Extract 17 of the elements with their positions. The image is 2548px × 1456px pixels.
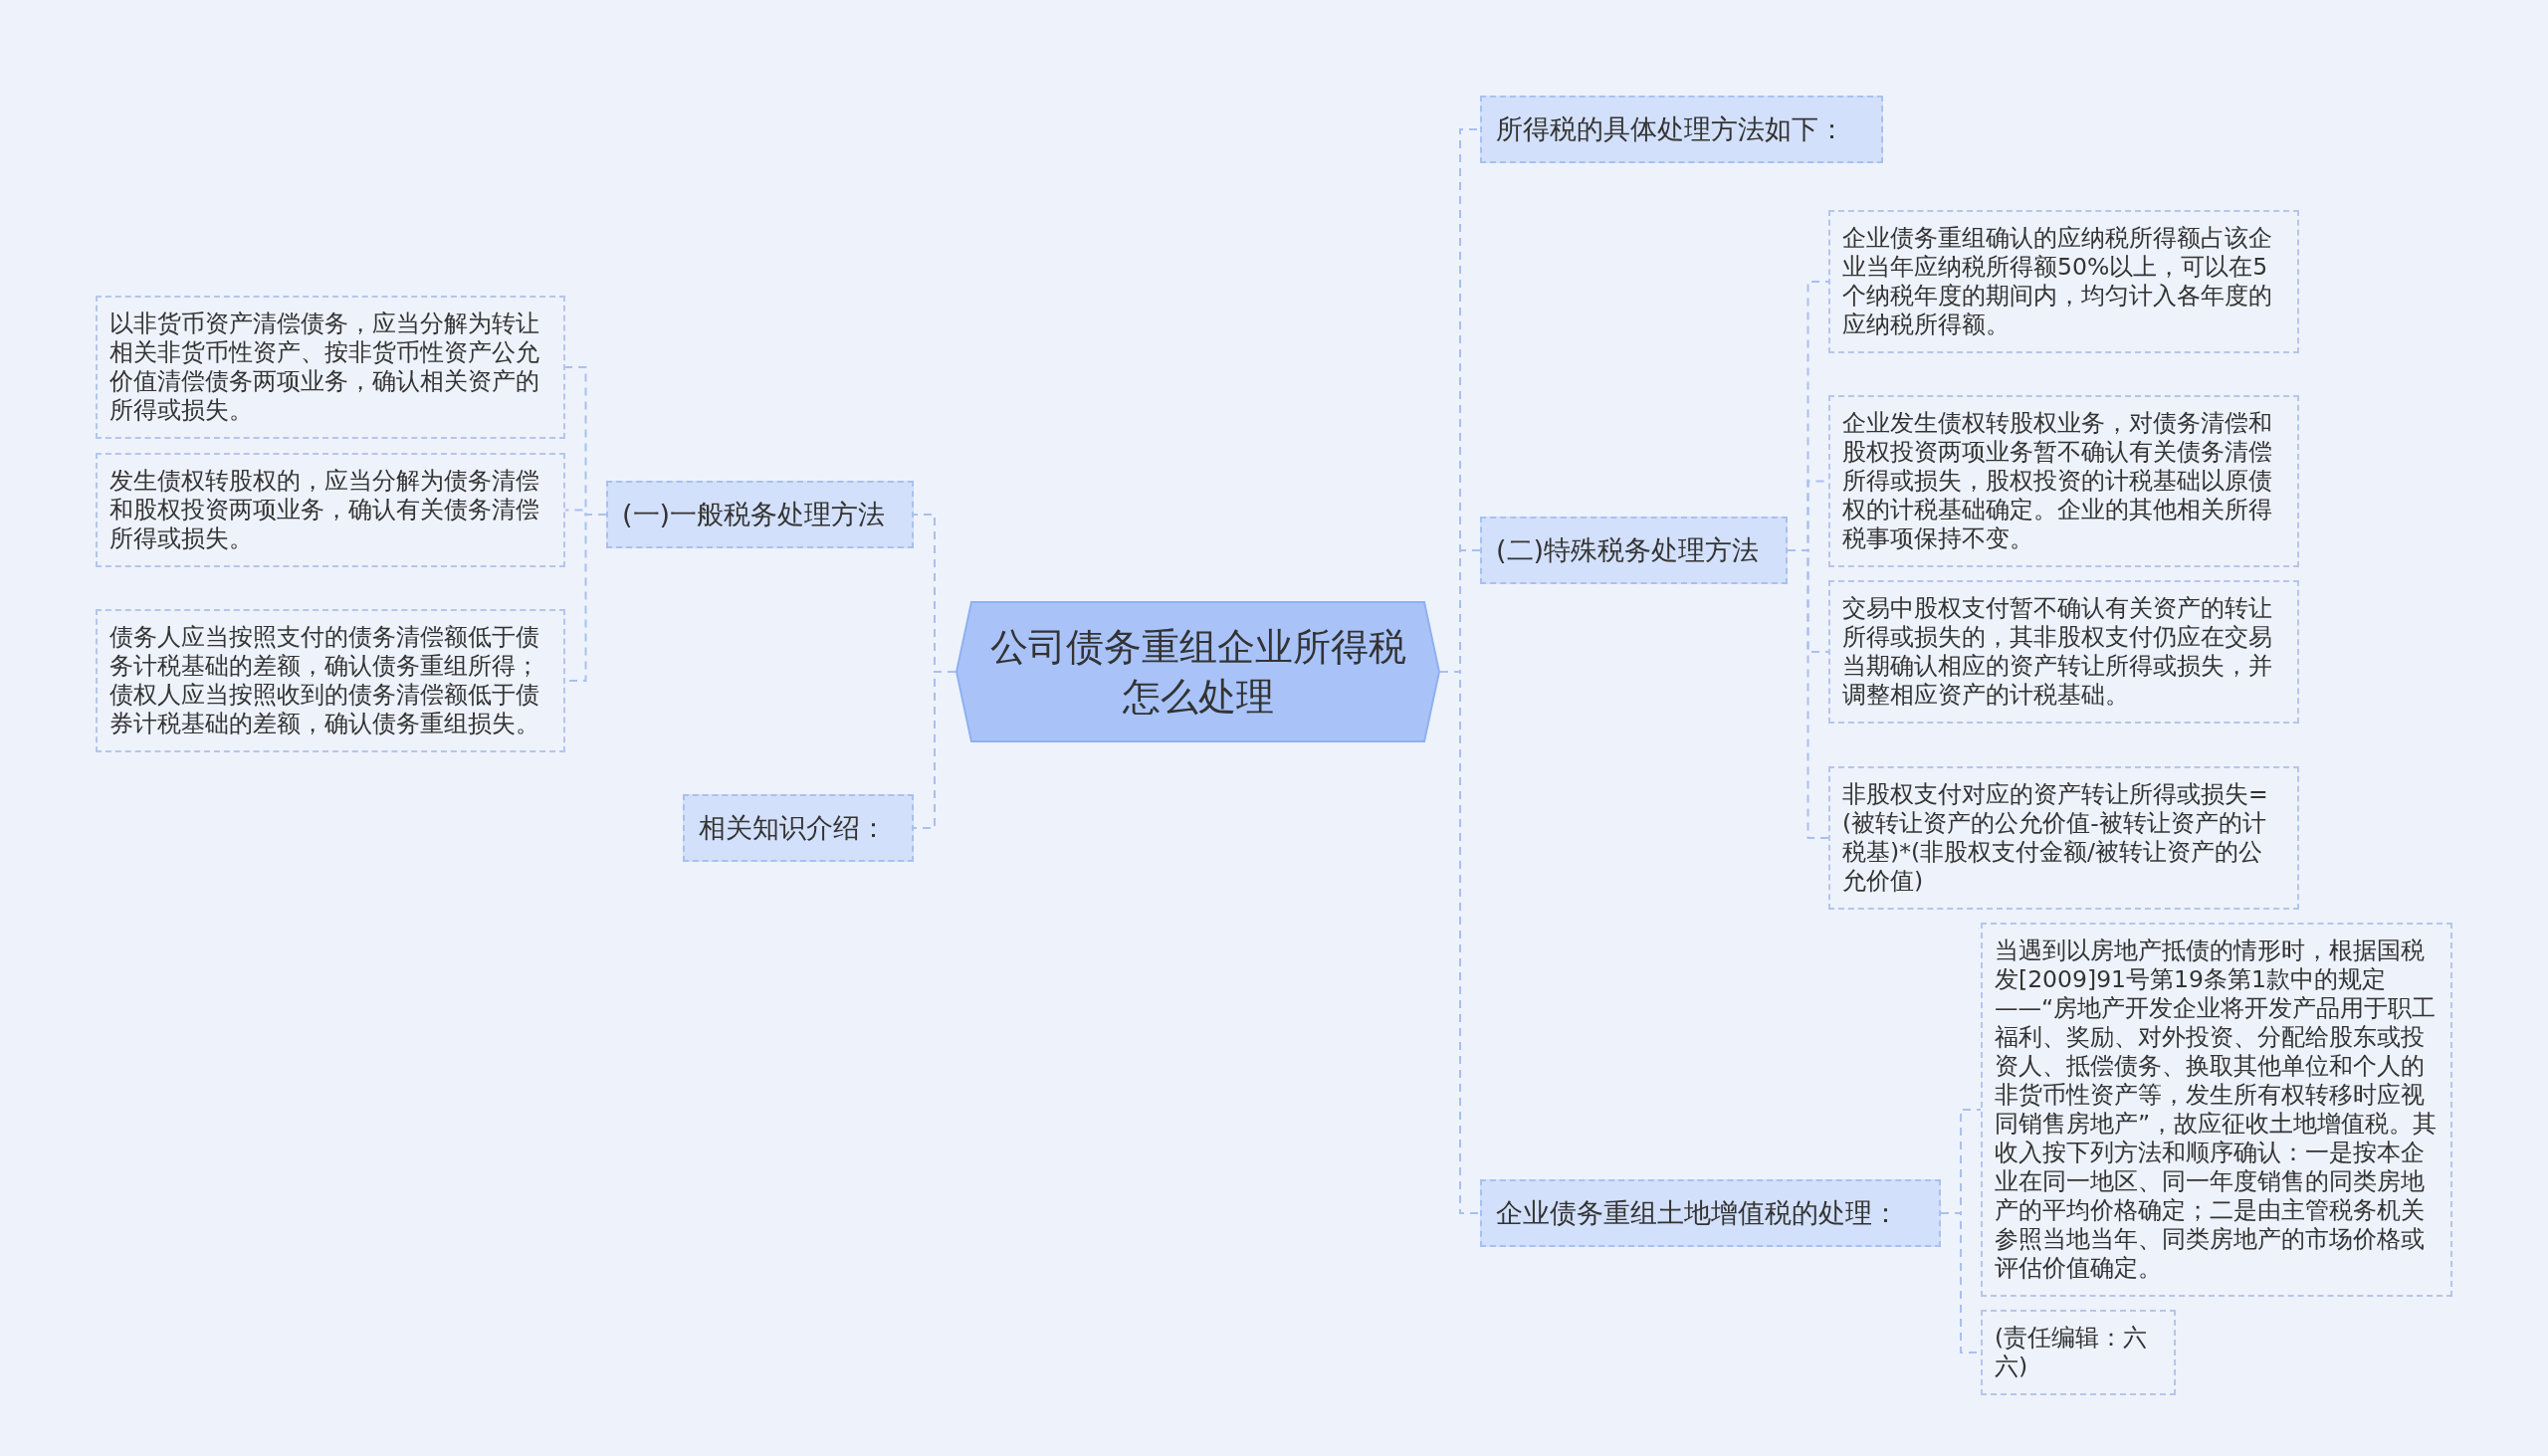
connector-line	[1787, 549, 1829, 839]
text-box: 企业债务重组确认的应纳税所得额占该企业当年应纳税所得额50%以上，可以在5个纳税年度的期间内，均匀计入各年度的应纳税所得额。	[1828, 210, 2299, 353]
topic-box: (二)特殊税务处理方法	[1480, 517, 1788, 584]
central-topic: 公司债务重组企业所得税怎么处理	[956, 601, 1440, 742]
text-box: (责任编辑：六六)	[1981, 1310, 2176, 1395]
topic-box: 企业债务重组土地增值税的处理：	[1480, 1179, 1941, 1247]
text-box: 交易中股权支付暂不确认有关资产的转让所得或损失的，其非股权支付仍应在交易当期确认相应的资产转让所得或损失，并调整相应资产的计税基础。	[1828, 580, 2299, 724]
text-box: 债务人应当按照支付的债务清偿额低于债务计税基础的差额，确认债务重组所得；债权人应当按照收到的债务清偿额低于债券计税基础的差额，确认债务重组损失。	[96, 609, 565, 752]
text-box: 非股权支付对应的资产转让所得或损失=(被转让资产的公允价值-被转让资产的计税基)*(非股权支付金额/被转让资产的公允价值)	[1828, 766, 2299, 910]
topic-box: 相关知识介绍：	[683, 794, 914, 862]
topic-box: (一)一般税务处理方法	[606, 481, 914, 548]
text-box: 企业发生债权转股权业务，对债务清偿和股权投资两项业务暂不确认有关债务清偿所得或损失，股权投资的计税基础以原债权的计税基础确定。企业的其他相关所得税事项保持不变。	[1828, 395, 2299, 567]
text-box: 发生债权转股权的，应当分解为债务清偿和股权投资两项业务，确认有关债务清偿所得或损失。	[96, 453, 565, 567]
topic-box: 所得税的具体处理方法如下：	[1480, 96, 1883, 163]
connector-line	[913, 671, 956, 829]
text-box: 当遇到以房地产抵债的情形时，根据国税发[2009]91号第19条第1款中的规定——“房地产开发企业将开发产品用于职工福利、奖励、对外投资、分配给股东或投资人、抵偿债务、换取其他单位和个人的非货币性资产等，发生所有权转移时应视同销售房地产”，故应征收土地增值税。其收入按下列方法和顺序确认：一是按本企业在同一地区、同一年度销售的同类房地产的平均价格确定；二是由主管税务机关参照当地当年、同类房地产的市场价格或评估价值确定。	[1981, 923, 2452, 1297]
text-box: 以非货币资产清偿债务，应当分解为转让相关非货币性资产、按非货币性资产公允价值清偿债务两项业务，确认相关资产的所得或损失。	[96, 296, 565, 439]
